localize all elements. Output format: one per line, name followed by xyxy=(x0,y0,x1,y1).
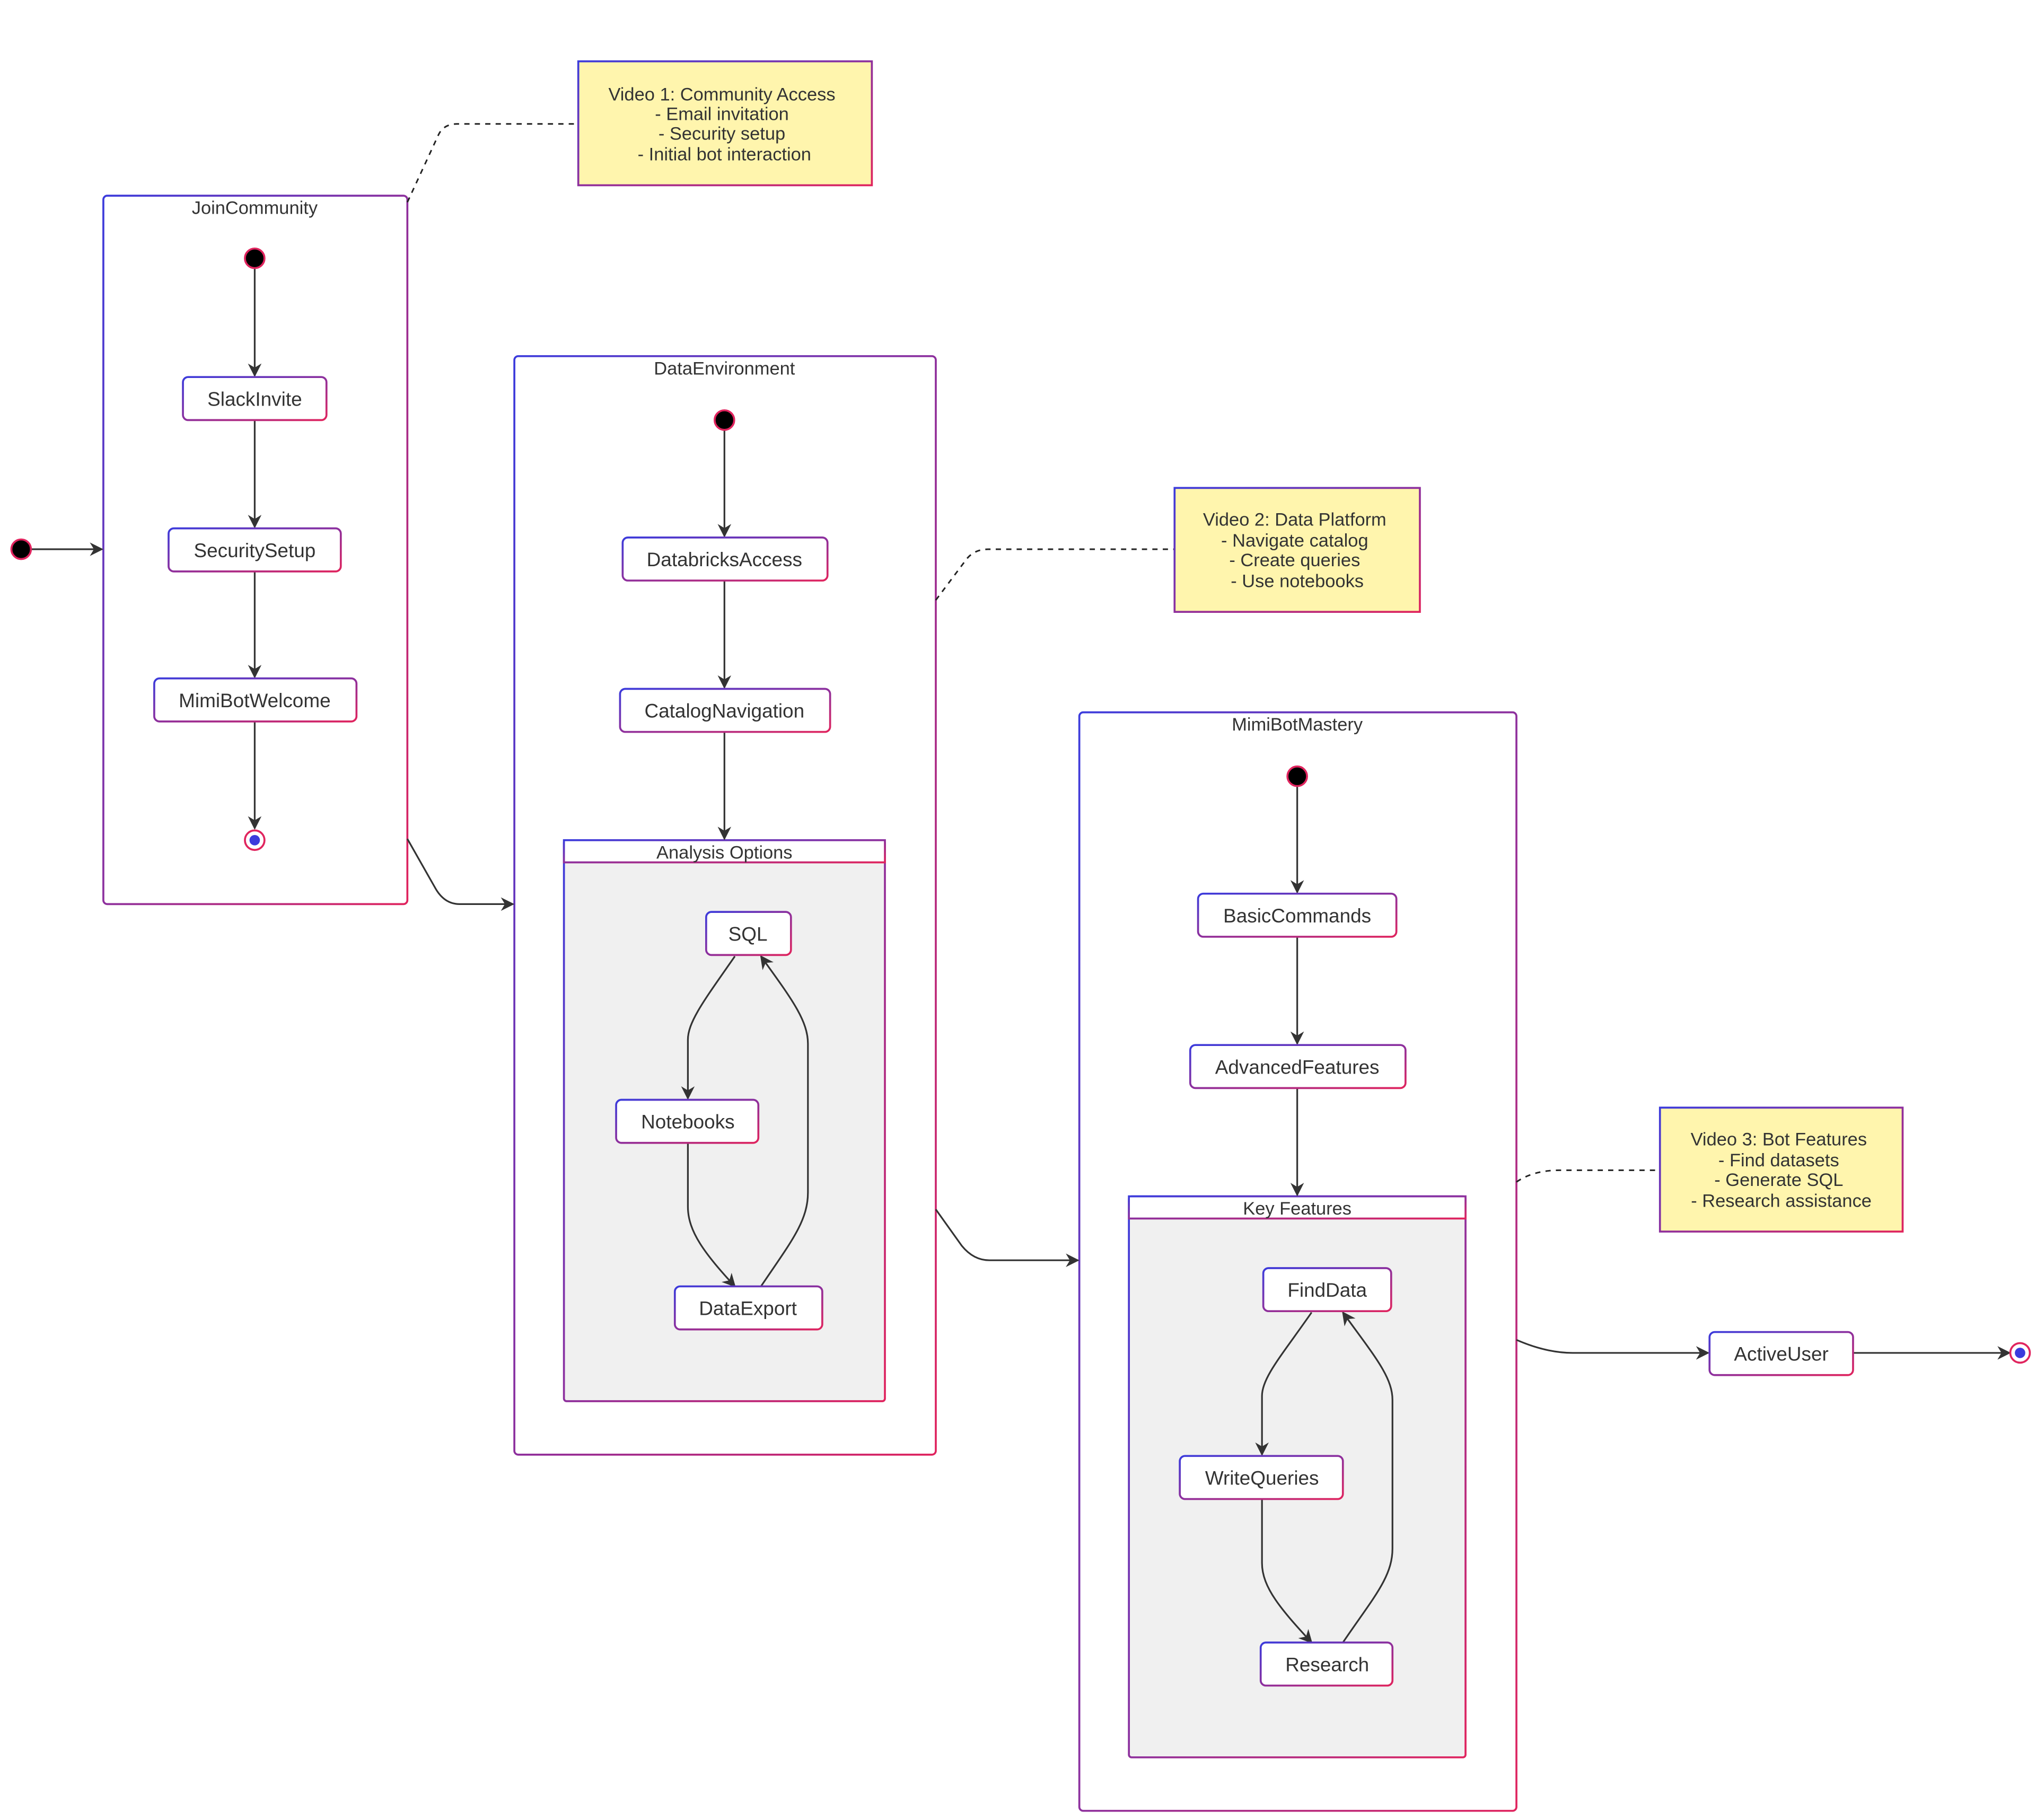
svg-text:ActiveUser: ActiveUser xyxy=(1734,1343,1828,1365)
svg-text:Video 3: Bot Features: Video 3: Bot Features - Find datasets - … xyxy=(1691,1130,1872,1211)
start-state-icon xyxy=(244,247,266,269)
svg-text:BasicCommands: BasicCommands xyxy=(1223,905,1371,927)
svg-text:DataExport: DataExport xyxy=(699,1298,797,1320)
start-state-icon xyxy=(10,538,32,560)
state-catalog-navigation[interactable]: CatalogNavigation xyxy=(619,688,831,733)
edge-sql-notebooks xyxy=(681,955,736,1100)
edge-write-research xyxy=(1261,1499,1313,1644)
end-state-icon xyxy=(2009,1342,2031,1364)
start-state-icon xyxy=(1286,765,1308,787)
state-slack-invite[interactable]: SlackInvite xyxy=(182,376,328,421)
svg-text:WriteQueries: WriteQueries xyxy=(1205,1467,1319,1489)
svg-text:CatalogNavigation: CatalogNavigation xyxy=(645,700,805,722)
note-video2: Video 2: Data Platform - Navigate catalo… xyxy=(1173,487,1421,613)
state-find-data[interactable]: FindData xyxy=(1262,1267,1392,1313)
state-advanced-features[interactable]: AdvancedFeatures xyxy=(1189,1044,1407,1089)
notes: Video 1: Community Access - Email invita… xyxy=(577,60,1904,1233)
note-connectors xyxy=(406,123,1660,1183)
svg-text:Video 1: Community Access: Video 1: Community Access - Email invita… xyxy=(608,84,840,164)
note-link-video2 xyxy=(935,548,1175,601)
transitions xyxy=(29,267,2011,1644)
state-security-setup[interactable]: SecuritySetup xyxy=(168,527,342,573)
note-video1: Video 1: Community Access - Email invita… xyxy=(577,60,873,187)
composite-title: Key Features xyxy=(1243,1199,1352,1219)
state-active-user[interactable]: ActiveUser xyxy=(1708,1331,1854,1376)
edge-data-mimi xyxy=(935,1209,1080,1268)
composite-title: Analysis Options xyxy=(656,842,792,863)
state-mimibot-welcome[interactable]: MimiBotWelcome xyxy=(153,677,358,723)
svg-text:SQL: SQL xyxy=(729,923,768,945)
note-video3: Video 3: Bot Features - Find datasets - … xyxy=(1658,1106,1904,1233)
state-data-export[interactable]: DataExport xyxy=(673,1285,823,1331)
svg-text:Video 2: Data Platform: Video 2: Data Platform - Navigate catalo… xyxy=(1203,510,1391,592)
svg-text:SecuritySetup: SecuritySetup xyxy=(194,540,316,561)
svg-text:FindData: FindData xyxy=(1287,1279,1367,1301)
pseudo-states xyxy=(10,247,2031,1364)
svg-text:Research: Research xyxy=(1285,1654,1369,1675)
edge-export-sql xyxy=(760,955,809,1287)
end-state-icon xyxy=(244,829,266,851)
note-link-video1 xyxy=(406,123,578,203)
svg-text:Notebooks: Notebooks xyxy=(641,1111,734,1133)
svg-text:MimiBotWelcome: MimiBotWelcome xyxy=(179,690,330,711)
states: SlackInvite SecuritySetup MimiBotWelcome… xyxy=(153,376,1854,1687)
svg-text:AdvancedFeatures: AdvancedFeatures xyxy=(1215,1056,1380,1078)
state-notebooks[interactable]: Notebooks xyxy=(615,1098,760,1144)
svg-text:DatabricksAccess: DatabricksAccess xyxy=(647,549,802,570)
state-databricks-access[interactable]: DatabricksAccess xyxy=(621,537,829,582)
note-link-video3 xyxy=(1516,1169,1660,1183)
edge-research-find xyxy=(1342,1311,1393,1643)
state-sql[interactable]: SQL xyxy=(705,911,792,956)
composite-title: DataEnvironment xyxy=(654,358,795,379)
composite-title: JoinCommunity xyxy=(192,198,318,218)
state-research[interactable]: Research xyxy=(1259,1641,1394,1687)
state-write-queries[interactable]: WriteQueries xyxy=(1179,1455,1344,1500)
edge-find-write xyxy=(1255,1312,1313,1456)
edge-notebooks-export xyxy=(687,1142,736,1288)
edge-join-data xyxy=(406,838,515,911)
start-state-icon xyxy=(714,409,735,431)
composite-title: MimiBotMastery xyxy=(1232,715,1363,735)
state-basic-commands[interactable]: BasicCommands xyxy=(1197,892,1398,938)
svg-text:SlackInvite: SlackInvite xyxy=(207,388,302,410)
edge-mimi-active xyxy=(1516,1339,1710,1360)
